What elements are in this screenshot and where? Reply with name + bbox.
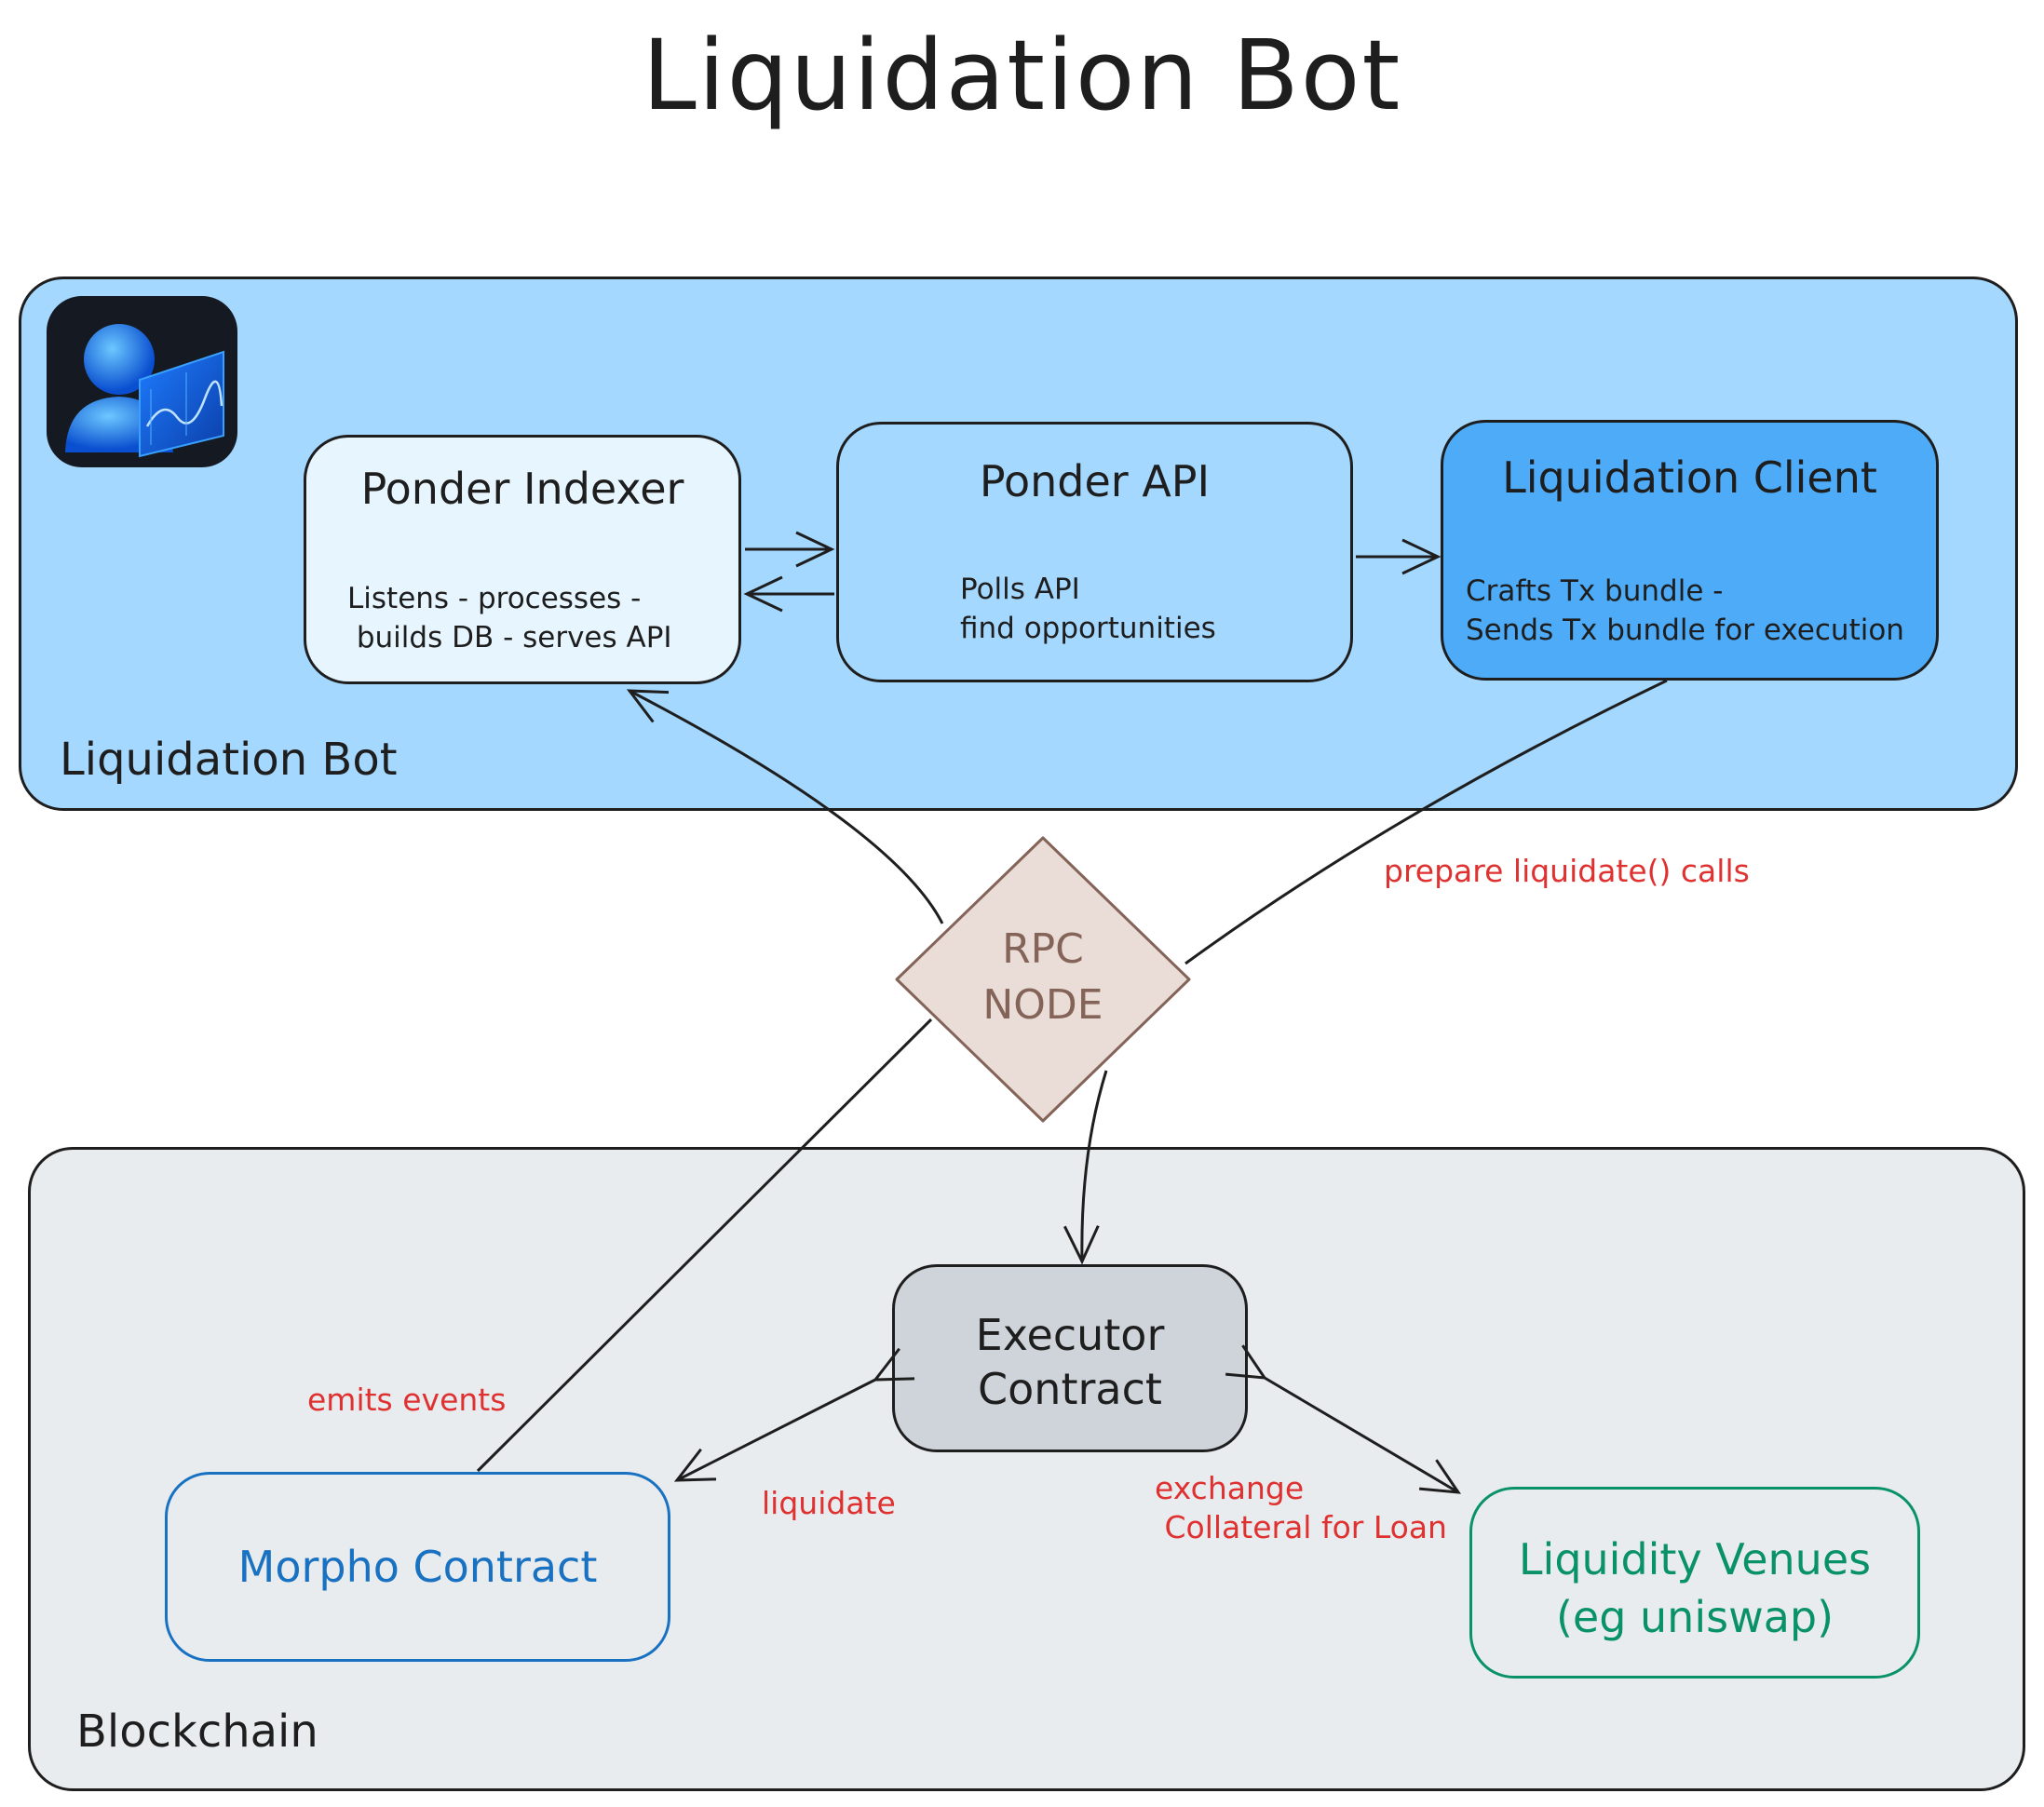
- ponder-api-desc: Polls API find opportunities: [960, 573, 1216, 645]
- liquidation-client-title: Liquidation Client: [1502, 452, 1877, 503]
- executor-contract-box: Executor Contract: [892, 1264, 1248, 1452]
- liquidity-venues-title: Liquidity Venues (eg uniswap): [1518, 1534, 1872, 1642]
- ponder-indexer-title: Ponder Indexer: [360, 464, 684, 514]
- arrow-executor-morpho: [673, 1347, 915, 1482]
- liquidation-bot-group-label: Liquidation Bot: [60, 734, 398, 786]
- edge-label-exchange: exchange Collateral for Loan: [1155, 1470, 1447, 1545]
- blockchain-group: [28, 1147, 2025, 1791]
- edge-label-prepare: prepare liquidate() calls: [1384, 853, 1750, 889]
- executor-contract-title: Executor Contract: [975, 1310, 1165, 1414]
- liquidation-client-box: Liquidation Client Crafts Tx bundle - Se…: [1441, 420, 1939, 681]
- diagram-title: Liquidation Bot: [642, 19, 1402, 132]
- arrow-morpho-to-indexer: [476, 691, 944, 1473]
- user-dashboard-icon: [47, 296, 237, 467]
- liquidity-venues-box: Liquidity Venues (eg uniswap): [1469, 1487, 1920, 1679]
- blockchain-group-label: Blockchain: [76, 1706, 318, 1758]
- rpc-node-diamond: [895, 836, 1191, 1123]
- ponder-indexer-desc: Listens - processes - builds DB - serves…: [347, 582, 672, 654]
- edge-label-liquidate: liquidate: [762, 1485, 896, 1521]
- ponder-api-title: Ponder API: [979, 456, 1211, 506]
- rpc-node-label: RPC NODE: [982, 925, 1103, 1029]
- morpho-contract-box: Morpho Contract: [165, 1472, 670, 1662]
- ponder-api-box: Ponder API Polls API find opportunities: [836, 422, 1353, 682]
- morpho-contract-title: Morpho Contract: [237, 1542, 598, 1592]
- liquidation-client-desc: Crafts Tx bundle - Sends Tx bundle for e…: [1466, 574, 1904, 647]
- arrow-client-to-executor: [1082, 679, 1668, 1261]
- edge-label-emits: emits events: [307, 1382, 507, 1418]
- ponder-indexer-box: Ponder Indexer Listens - processes - bui…: [304, 435, 741, 684]
- arrow-executor-venues: [1225, 1344, 1462, 1494]
